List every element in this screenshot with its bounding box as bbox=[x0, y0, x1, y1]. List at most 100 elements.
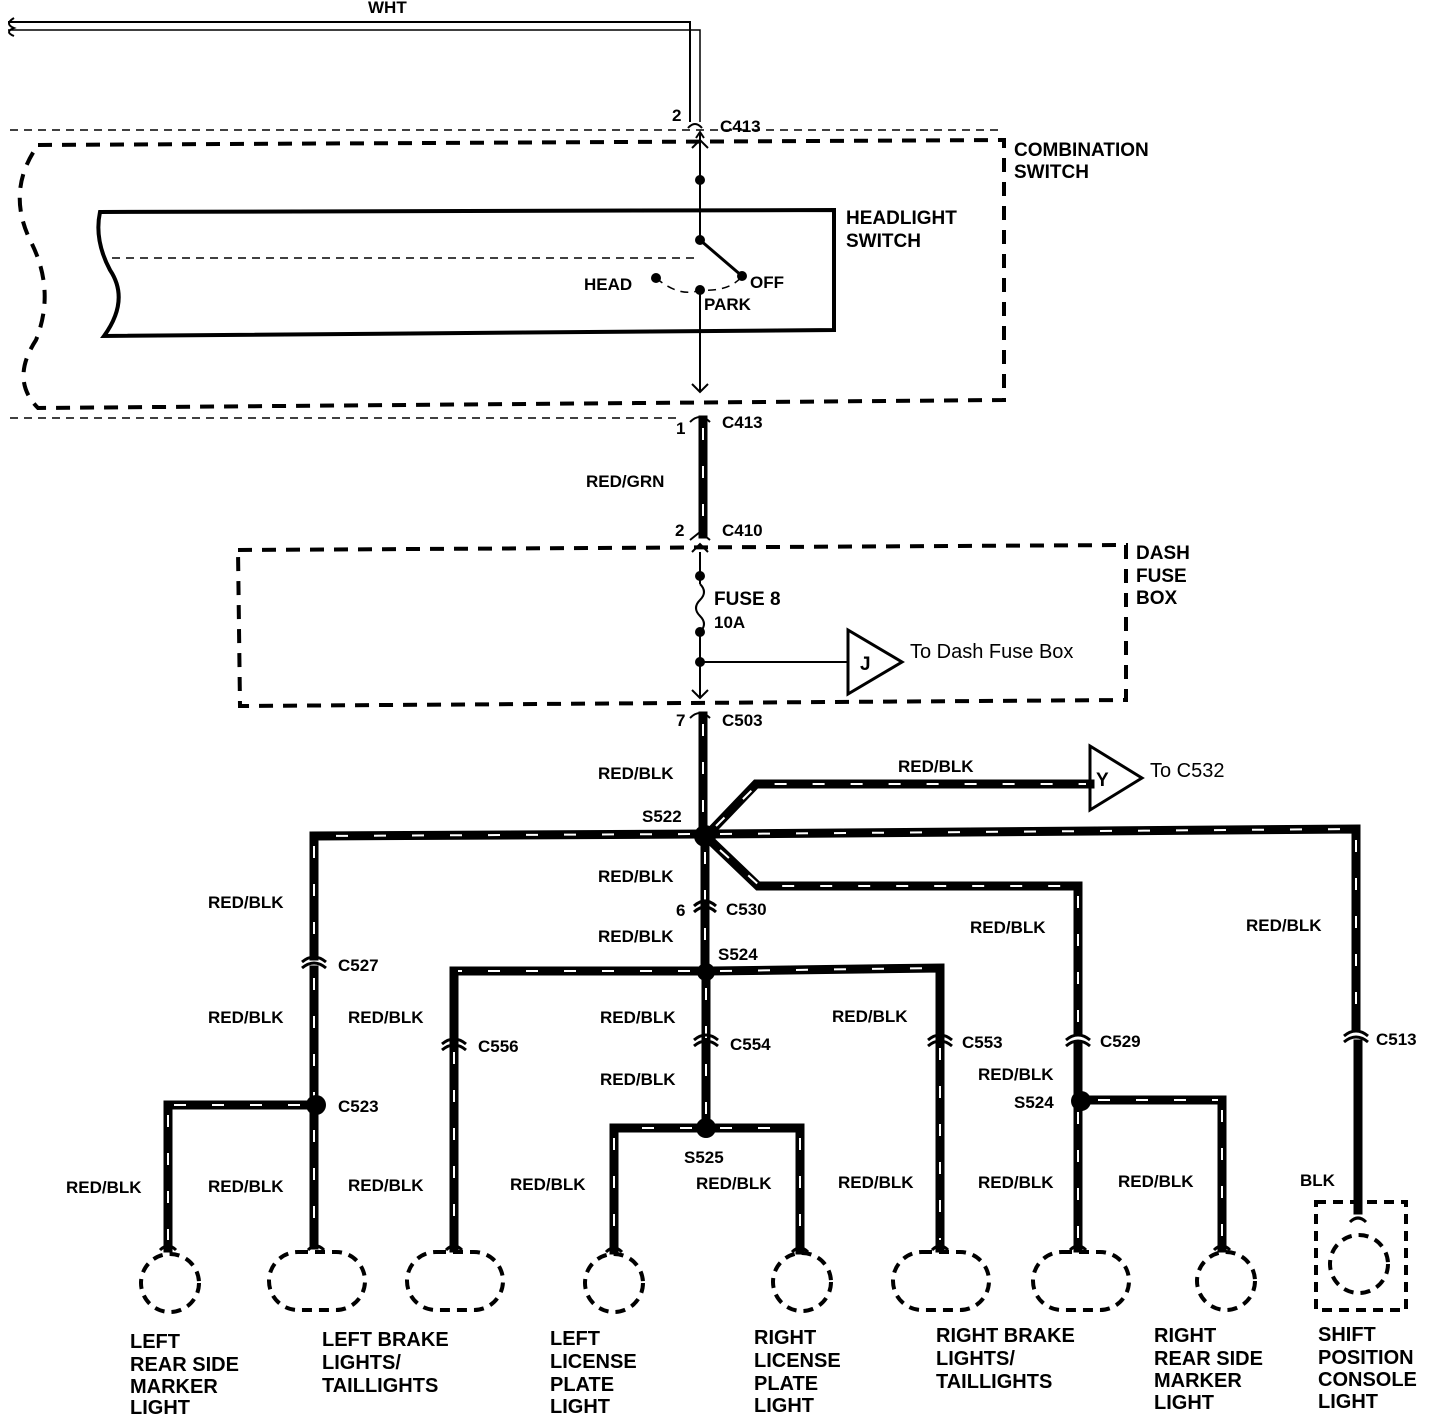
c503-label: C503 bbox=[722, 711, 763, 730]
ref-j-label: J bbox=[860, 654, 871, 675]
load-label-right-license-plate: RIGHT LICENSE PLATE LIGHT bbox=[754, 1327, 841, 1416]
svg-text:LICENSE: LICENSE bbox=[754, 1350, 841, 1372]
pin-7-label: 7 bbox=[676, 711, 685, 730]
red-blk-label-center-2: RED/BLK bbox=[598, 927, 674, 946]
red-blk-label-c556-upper: RED/BLK bbox=[348, 1008, 424, 1027]
red-blk-label-c532: RED/BLK bbox=[898, 757, 974, 776]
fuse-8-label: FUSE 8 bbox=[714, 589, 781, 610]
red-blk-label-c554-lower: RED/BLK bbox=[600, 1070, 676, 1089]
svg-text:LEFT: LEFT bbox=[130, 1331, 180, 1353]
svg-text:CONSOLE: CONSOLE bbox=[1318, 1369, 1417, 1391]
fuse-8-symbol bbox=[691, 552, 848, 700]
load-label-left-brake: LEFT BRAKE LIGHTS/ TAILLIGHTS bbox=[322, 1329, 449, 1397]
red-blk-label-left-upper: RED/BLK bbox=[208, 893, 284, 912]
connector-c523-dot bbox=[306, 1095, 326, 1115]
svg-text:MARKER: MARKER bbox=[1154, 1370, 1242, 1392]
connector-c530 bbox=[692, 899, 718, 914]
svg-text:REAR SIDE: REAR SIDE bbox=[130, 1354, 239, 1376]
s525-label: S525 bbox=[684, 1148, 724, 1167]
pin-6-label: 6 bbox=[676, 901, 685, 920]
pin-2-label: 2 bbox=[672, 106, 681, 125]
svg-text:PLATE: PLATE bbox=[550, 1374, 614, 1396]
red-blk-label-c553-upper: RED/BLK bbox=[832, 1007, 908, 1026]
left-horizontal-bus bbox=[309, 829, 705, 961]
svg-text:RIGHT: RIGHT bbox=[754, 1327, 816, 1349]
red-blk-label-c556-lower: RED/BLK bbox=[348, 1176, 424, 1195]
svg-text:POSITION: POSITION bbox=[1318, 1347, 1414, 1369]
c523-label: C523 bbox=[338, 1097, 379, 1116]
wht-wire-label: WHT bbox=[368, 0, 407, 17]
branch-to-c529 bbox=[705, 835, 1083, 1035]
svg-text:TAILLIGHTS: TAILLIGHTS bbox=[936, 1371, 1052, 1393]
svg-text:RIGHT: RIGHT bbox=[1154, 1325, 1216, 1347]
red-grn-label: RED/GRN bbox=[586, 472, 664, 491]
dash-fuse-box-housing bbox=[235, 542, 1128, 709]
c554-label: C554 bbox=[730, 1035, 771, 1054]
red-blk-label-feed: RED/BLK bbox=[598, 764, 674, 783]
fuse-rating-label: 10A bbox=[714, 613, 745, 632]
red-blk-label-c529: RED/BLK bbox=[978, 1065, 1054, 1084]
c413-top-label: C413 bbox=[720, 117, 761, 136]
load-label-right-brake: RIGHT BRAKE LIGHTS/ TAILLIGHTS bbox=[936, 1325, 1075, 1393]
svg-text:LIGHT: LIGHT bbox=[550, 1396, 610, 1416]
connector-c529 bbox=[1065, 1033, 1091, 1048]
lamp-right-license-plate bbox=[771, 1246, 833, 1313]
lamp-left-rear-side-marker bbox=[139, 1244, 201, 1314]
red-blk-label-left-license: RED/BLK bbox=[510, 1175, 586, 1194]
pin-1-label: 1 bbox=[676, 419, 685, 438]
svg-text:MARKER: MARKER bbox=[130, 1376, 218, 1398]
combination-switch-label-1: COMBINATION bbox=[1014, 140, 1149, 161]
svg-text:REAR SIDE: REAR SIDE bbox=[1154, 1348, 1263, 1370]
load-label-left-license-plate: LEFT LICENSE PLATE LIGHT bbox=[550, 1328, 637, 1416]
red-blk-label-right-branch: RED/BLK bbox=[970, 918, 1046, 937]
c530-label: C530 bbox=[726, 900, 767, 919]
blk-label: BLK bbox=[1300, 1171, 1336, 1190]
c410-label: C410 bbox=[722, 521, 763, 540]
lamp-shift-position-console bbox=[1314, 1200, 1408, 1312]
ref-y-label: Y bbox=[1096, 770, 1109, 791]
svg-text:RIGHT BRAKE: RIGHT BRAKE bbox=[936, 1325, 1075, 1347]
svg-text:SHIFT: SHIFT bbox=[1318, 1324, 1376, 1346]
s525-branches bbox=[609, 1123, 805, 1255]
lamp-left-brake-lights bbox=[267, 1244, 367, 1312]
combination-switch-housing bbox=[10, 129, 1006, 419]
pin-2-c410-label: 2 bbox=[675, 521, 684, 540]
red-blk-label-left-mid: RED/BLK bbox=[208, 1008, 284, 1027]
c553-label: C553 bbox=[962, 1033, 1003, 1052]
lamp-right-brake-lights-2 bbox=[1031, 1244, 1131, 1312]
red-blk-label-c554-upper: RED/BLK bbox=[600, 1008, 676, 1027]
red-blk-label-center-1: RED/BLK bbox=[598, 867, 674, 886]
red-blk-label-left-brake-lower: RED/BLK bbox=[208, 1177, 284, 1196]
lamp-left-license-plate bbox=[583, 1246, 645, 1314]
c556-label: C556 bbox=[478, 1037, 519, 1056]
to-c532-label: To C532 bbox=[1150, 760, 1225, 782]
combination-switch-label-2: SWITCH bbox=[1014, 162, 1089, 183]
dash-fuse-box-label-2: FUSE bbox=[1136, 566, 1187, 587]
c529-label: C529 bbox=[1100, 1032, 1141, 1051]
load-label-shift-position-console: SHIFT POSITION CONSOLE LIGHT bbox=[1318, 1324, 1417, 1413]
park-position-label: PARK bbox=[704, 295, 752, 314]
ref-triangle-j bbox=[846, 627, 905, 697]
red-blk-label-right-far: RED/BLK bbox=[1246, 916, 1322, 935]
headlight-switch-contacts bbox=[651, 148, 747, 394]
headlight-switch-label-2: SWITCH bbox=[846, 231, 921, 252]
svg-text:TAILLIGHTS: TAILLIGHTS bbox=[322, 1375, 438, 1397]
svg-text:LEFT BRAKE: LEFT BRAKE bbox=[322, 1329, 449, 1351]
s522-label: S522 bbox=[642, 807, 682, 826]
svg-text:LIGHTS/: LIGHTS/ bbox=[322, 1352, 401, 1374]
connector-c413-top bbox=[687, 123, 709, 149]
wire-c554-license bbox=[693, 975, 719, 1131]
load-label-right-rear-side-marker: RIGHT REAR SIDE MARKER LIGHT bbox=[1154, 1325, 1263, 1414]
lamp-left-brake-lights-2 bbox=[405, 1244, 505, 1312]
wire-to-left-rear-side-marker bbox=[163, 1100, 311, 1253]
dash-fuse-box-label-1: DASH bbox=[1136, 543, 1190, 564]
c527-label: C527 bbox=[338, 956, 379, 975]
ref-triangle-y bbox=[1088, 743, 1145, 813]
svg-text:LIGHT: LIGHT bbox=[754, 1395, 814, 1416]
lamp-right-rear-side-marker bbox=[1195, 1244, 1257, 1312]
c413-bottom-label: C413 bbox=[722, 413, 763, 432]
red-blk-label-right-license: RED/BLK bbox=[696, 1174, 772, 1193]
svg-text:LIGHT: LIGHT bbox=[130, 1397, 190, 1416]
headlight-switch-label-1: HEADLIGHT bbox=[846, 208, 957, 229]
s524-center-label: S524 bbox=[718, 945, 758, 964]
